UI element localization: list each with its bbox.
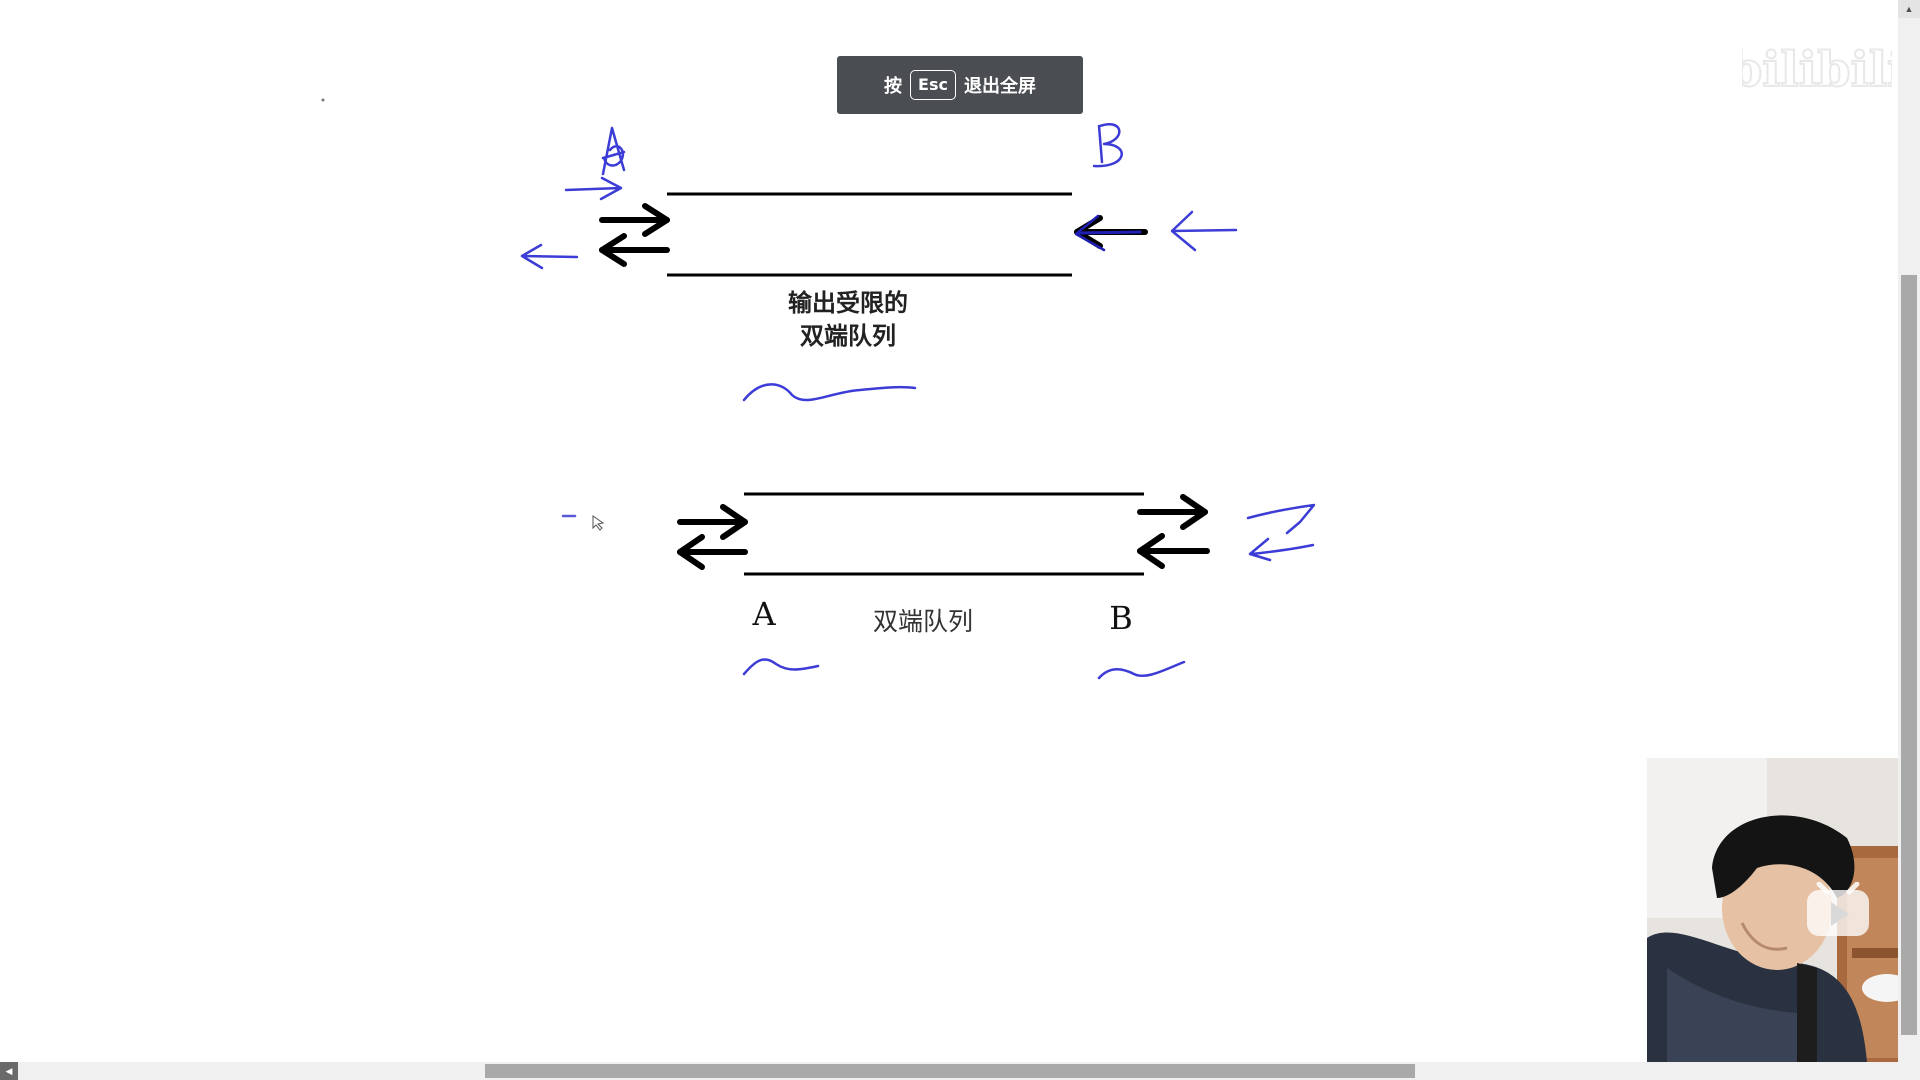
bottom-right-double-arrow-icon — [1137, 494, 1210, 569]
hand-arrows-b — [1246, 503, 1316, 562]
exit-fullscreen-toast: 按 Esc 退出全屏 — [837, 56, 1083, 114]
hand-squiggle-caption — [742, 383, 917, 402]
hand-arrow-b-in — [1170, 210, 1238, 252]
bottom-label-b: B — [1109, 599, 1133, 637]
scroll-left-icon[interactable]: ◀ — [0, 1062, 18, 1080]
slide-canvas: 输出受限的 双端队列 — [321, 98, 1316, 680]
top-handwriting — [520, 123, 1238, 402]
horizontal-scroll-thumb[interactable] — [485, 1064, 1415, 1078]
horizontal-scrollbar[interactable]: ◀ — [0, 1062, 1920, 1080]
handwritten-letter-a-top — [601, 126, 626, 176]
bottom-caption: 双端队列 — [873, 607, 973, 636]
webcam-frame — [1647, 758, 1920, 1062]
bottom-deque-diagram: A 双端队列 B — [561, 492, 1316, 680]
top-left-double-arrow-icon — [599, 203, 670, 267]
hand-arrow-a-out — [520, 243, 579, 270]
mouse-cursor-icon — [592, 515, 605, 531]
top-caption-line1: 输出受限的 — [788, 288, 908, 317]
hand-arrow-a-in — [564, 176, 623, 201]
play-icon[interactable] — [1805, 882, 1871, 938]
vertical-scrollbar[interactable]: ▲ — [1898, 0, 1920, 1062]
esc-key-badge: Esc — [910, 70, 956, 100]
webcam-pip[interactable] — [1647, 758, 1920, 1062]
exit-fullscreen-label: 退出全屏 — [963, 76, 1036, 97]
press-label: 按 — [884, 76, 903, 97]
hand-squiggle-a — [742, 658, 820, 676]
vertical-scroll-thumb[interactable] — [1901, 275, 1917, 1035]
bilibili-watermark-logo: bilibili — [1742, 41, 1892, 99]
scroll-up-icon[interactable]: ▲ — [1898, 0, 1920, 18]
svg-text:bilibili: bilibili — [1742, 42, 1892, 98]
handwritten-letter-b-top — [1092, 123, 1123, 168]
hand-squiggle-b — [1097, 660, 1186, 680]
top-caption-line2: 双端队列 — [800, 321, 896, 350]
bottom-label-a: A — [751, 595, 776, 633]
bottom-left-double-arrow-icon — [677, 504, 748, 570]
top-deque-diagram: 输出受限的 双端队列 — [520, 123, 1238, 402]
bottom-handwriting — [561, 503, 1316, 680]
top-right-input-arrow-icon — [1074, 214, 1148, 252]
